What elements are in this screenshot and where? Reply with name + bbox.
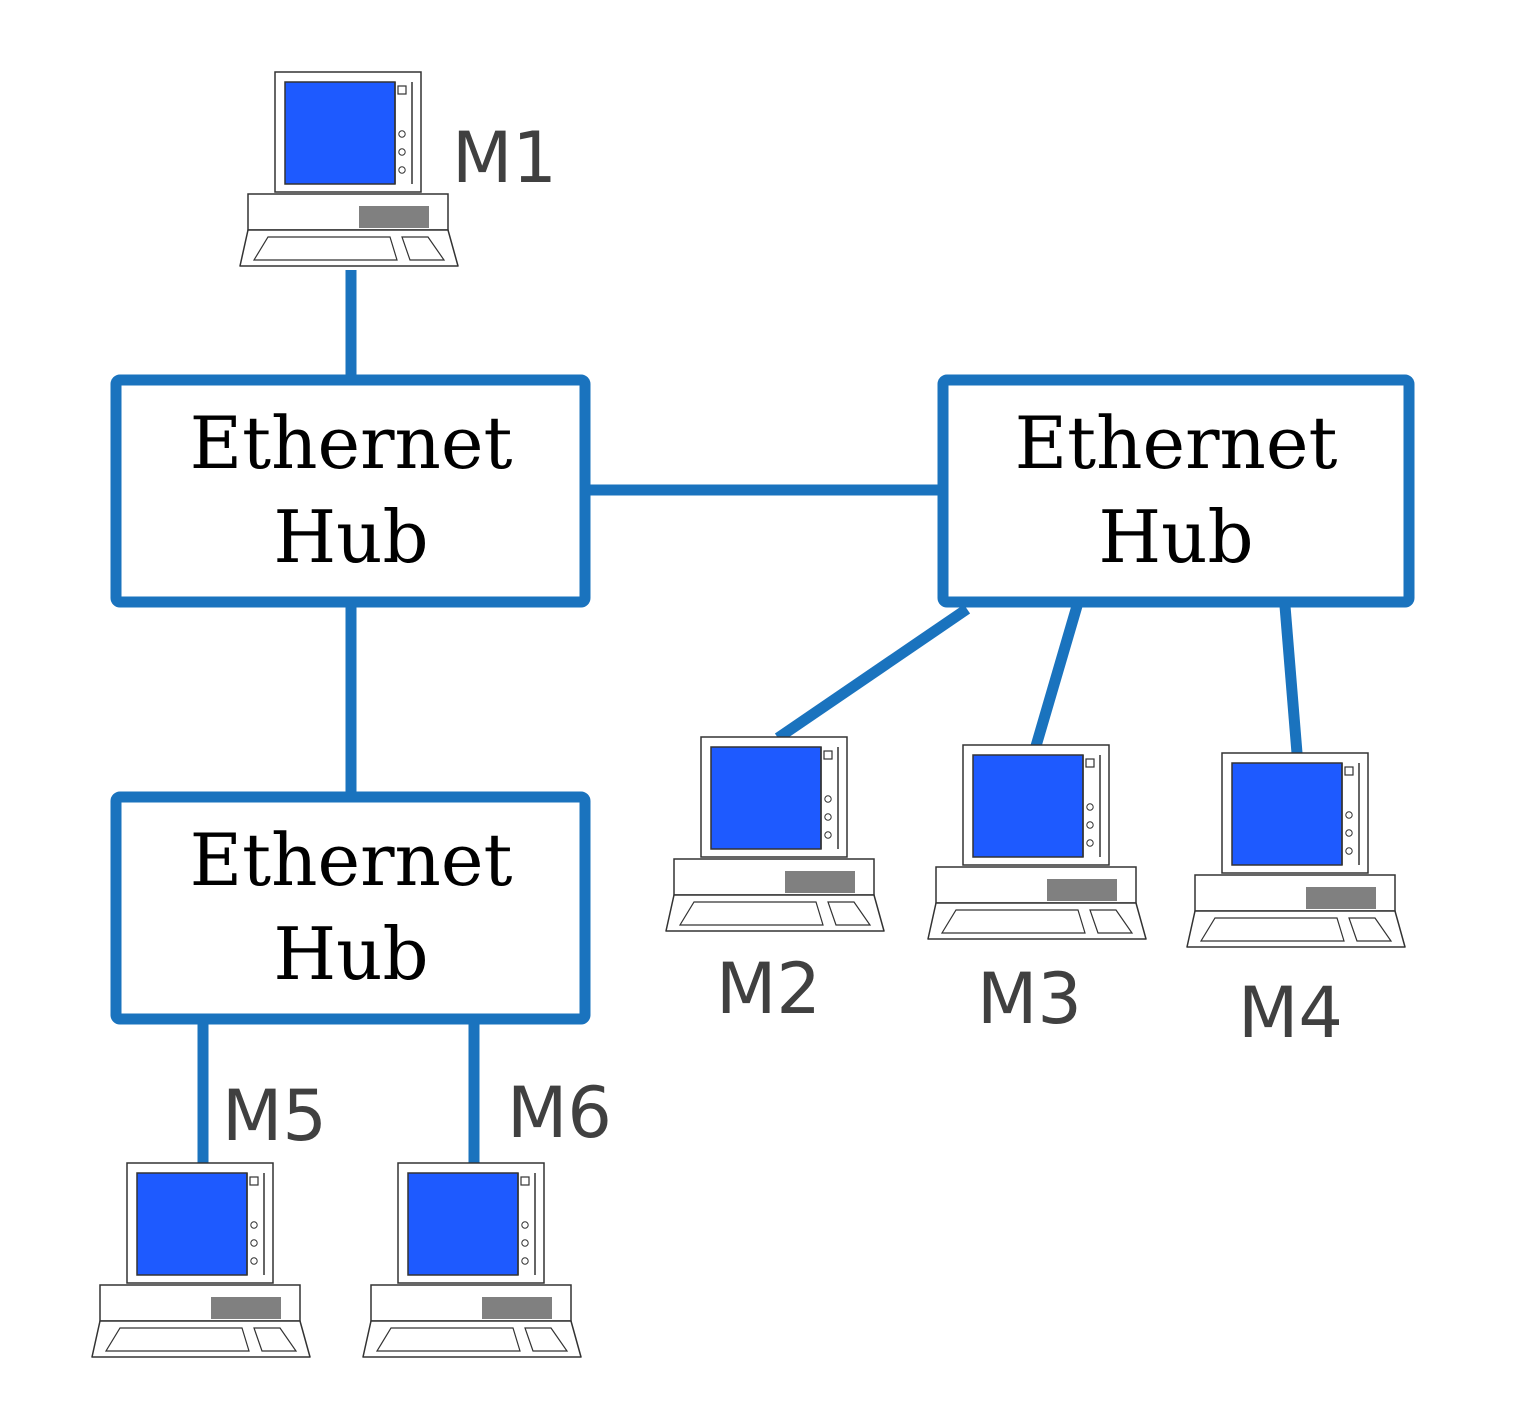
hub-box: Ethernet Hub <box>110 374 591 608</box>
keyboard-keys <box>104 1327 250 1352</box>
monitor-button <box>521 1239 529 1247</box>
machine-label-m5: M5 <box>222 1075 327 1157</box>
machine-label-m6: M6 <box>507 1072 612 1154</box>
hub-1-border <box>110 374 591 608</box>
drive-slot <box>785 871 855 893</box>
computer-icon <box>927 744 1147 940</box>
keyboard-numpad <box>1348 917 1393 942</box>
power-indicator <box>520 1176 530 1186</box>
monitor-screen <box>710 746 822 850</box>
monitor-button <box>398 166 406 174</box>
keyboard-numpad <box>1089 909 1134 934</box>
monitor-button <box>250 1257 258 1265</box>
keyboard-keys <box>375 1327 521 1352</box>
monitor-screen <box>972 754 1084 858</box>
monitor-screen <box>284 81 396 185</box>
monitor-button <box>1345 829 1353 837</box>
hub-label-line2: Hub <box>273 495 428 579</box>
hub-label-line1: Ethernet <box>190 401 513 485</box>
keyboard-numpad <box>524 1327 569 1352</box>
machine-label-m2: M2 <box>716 948 821 1030</box>
monitor-button <box>250 1221 258 1229</box>
hub-2-border <box>937 374 1415 608</box>
monitor-button <box>398 148 406 156</box>
monitor-screen <box>136 1172 248 1276</box>
computer-icon <box>239 71 459 267</box>
monitor-button <box>398 130 406 138</box>
monitor-button <box>824 831 832 839</box>
keyboard-keys <box>252 236 398 261</box>
hub-label-line1: Ethernet <box>1015 401 1338 485</box>
machine-label-m4: M4 <box>1238 972 1343 1054</box>
drive-slot <box>482 1297 552 1319</box>
computer-icon <box>362 1162 582 1358</box>
monitor-button <box>824 813 832 821</box>
link-hub-2-m4 <box>1279 605 1303 754</box>
drive-slot <box>1306 887 1376 909</box>
keyboard-numpad <box>253 1327 298 1352</box>
power-indicator <box>823 750 833 760</box>
monitor-button <box>1086 803 1094 811</box>
monitor-button <box>1086 839 1094 847</box>
power-indicator <box>1344 766 1354 776</box>
hub-label-line1: Ethernet <box>190 818 513 902</box>
link-hub-2-m2 <box>774 604 971 743</box>
power-indicator <box>397 85 407 95</box>
drive-slot <box>359 206 429 228</box>
keyboard-keys <box>940 909 1086 934</box>
drive-slot <box>211 1297 281 1319</box>
monitor-screen <box>1231 762 1343 866</box>
drive-slot <box>1047 879 1117 901</box>
monitor-button <box>1345 811 1353 819</box>
keyboard-numpad <box>401 236 446 261</box>
links-layer <box>197 270 1303 1163</box>
computer-icon <box>91 1162 311 1358</box>
monitor-button <box>1086 821 1094 829</box>
computer-icon <box>1186 752 1406 948</box>
machine-label-m1: M1 <box>452 117 557 199</box>
monitor-button <box>250 1239 258 1247</box>
monitor-button <box>824 795 832 803</box>
monitor-screen <box>407 1172 519 1276</box>
keyboard-numpad <box>827 901 872 926</box>
power-indicator <box>1085 758 1095 768</box>
hub-box: Ethernet Hub <box>937 374 1415 608</box>
monitor-button <box>521 1257 529 1265</box>
machine-label-m3: M3 <box>977 958 1082 1040</box>
power-indicator <box>249 1176 259 1186</box>
hub-label-line2: Hub <box>273 912 428 996</box>
monitor-button <box>521 1221 529 1229</box>
keyboard-keys <box>1199 917 1345 942</box>
hub-box: Ethernet Hub <box>110 791 591 1025</box>
computer-icon <box>665 736 885 932</box>
hub-label-line2: Hub <box>1098 495 1253 579</box>
hub-3-border <box>110 791 591 1025</box>
monitor-button <box>1345 847 1353 855</box>
link-hub-2-m3 <box>1030 604 1083 748</box>
keyboard-keys <box>678 901 824 926</box>
